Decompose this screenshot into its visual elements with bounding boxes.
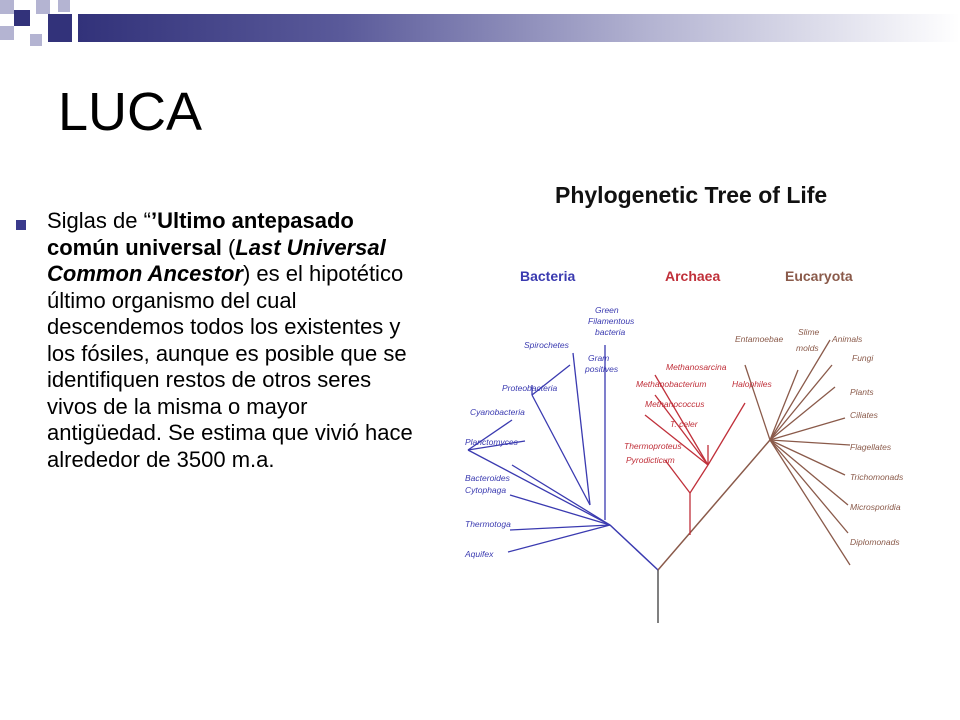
bacteria-branches: [467, 345, 611, 553]
leaf-label: Methanococcus: [645, 399, 705, 409]
deco-square: [48, 14, 72, 42]
deco-square: [0, 0, 14, 14]
tree-title: Phylogenetic Tree of Life: [555, 182, 827, 208]
deco-square: [14, 10, 30, 26]
leaf-label: Trichomonads: [850, 472, 904, 482]
eucaryota-labels: Entamoebae Slime molds Animals Fungi Pla…: [735, 327, 904, 547]
leaf-label: Cyanobacteria: [470, 407, 525, 417]
text-run-bold: ’Ultimo antepasado común universal: [47, 208, 354, 260]
leaf-label: Thermotoga: [465, 519, 511, 529]
leaf-label: Flagellates: [850, 442, 892, 452]
leaf-label: Animals: [831, 334, 863, 344]
domain-eucaryota: Eucaryota: [785, 268, 853, 284]
deco-square: [0, 26, 14, 40]
trunk-branches: [609, 439, 771, 623]
leaf-label: molds: [796, 343, 819, 353]
text-run: (: [221, 234, 236, 260]
archaea-labels: Methanosarcina Methanobacterium Methanoc…: [624, 362, 772, 465]
leaf-label: Thermoproteus: [624, 441, 682, 451]
leaf-label: Proteobacteria: [502, 383, 558, 393]
leaf-label: Entamoebae: [735, 334, 783, 344]
bullet-item: Siglas de “’Ultimo antepasado común univ…: [16, 208, 426, 473]
leaf-label: Microsporidia: [850, 502, 901, 512]
tree-svg: Phylogenetic Tree of Life Bacteria Archa…: [464, 182, 904, 623]
leaf-label: Spirochetes: [524, 340, 570, 350]
leaf-label: Green: [595, 305, 619, 315]
leaf-label: Methanobacterium: [636, 379, 706, 389]
leaf-label: Planctomyces: [465, 437, 519, 447]
leaf-label: Cytophaga: [465, 485, 506, 495]
slide-title: LUCA: [58, 82, 203, 142]
archaea-branches: [644, 374, 746, 535]
leaf-label: positives: [584, 364, 619, 374]
leaf-label: Plants: [850, 387, 874, 397]
leaf-label: Bacteroides: [465, 473, 511, 483]
leaf-label: Diplomonads: [850, 537, 900, 547]
leaf-label: Fungi: [852, 353, 874, 363]
deco-square: [30, 34, 42, 46]
bacteria-labels: Green Filamentous bacteria Spirochetes G…: [464, 305, 635, 559]
leaf-label: Pyrodicticum: [626, 455, 675, 465]
leaf-label: Aquifex: [464, 549, 494, 559]
leaf-label: Gram: [588, 353, 609, 363]
leaf-label: Filamentous: [588, 316, 635, 326]
bullet-text: Siglas de “’Ultimo antepasado común univ…: [47, 208, 426, 473]
text-run: Siglas de “: [47, 208, 151, 233]
text-run-bold-italic: Last Universal Common Ancestor: [47, 234, 386, 287]
text-run: ) es el hipotético último organismo del …: [47, 261, 413, 472]
leaf-label: Slime: [798, 327, 820, 337]
domain-archaea: Archaea: [665, 268, 720, 284]
leaf-label: Halophiles: [732, 379, 772, 389]
phylogenetic-tree-figure: Phylogenetic Tree of Life Bacteria Archa…: [440, 165, 940, 635]
leaf-label: Ciliates: [850, 410, 879, 420]
bullet-square-icon: [16, 220, 26, 230]
decorative-header: [0, 0, 960, 52]
leaf-label: bacteria: [595, 327, 626, 337]
eucaryota-branches: [744, 339, 851, 566]
domain-bacteria: Bacteria: [520, 268, 575, 284]
deco-square: [36, 0, 50, 14]
gradient-band: [78, 14, 960, 42]
leaf-label: Methanosarcina: [666, 362, 727, 372]
deco-square: [58, 0, 70, 12]
leaf-label: T. celer: [670, 419, 699, 429]
